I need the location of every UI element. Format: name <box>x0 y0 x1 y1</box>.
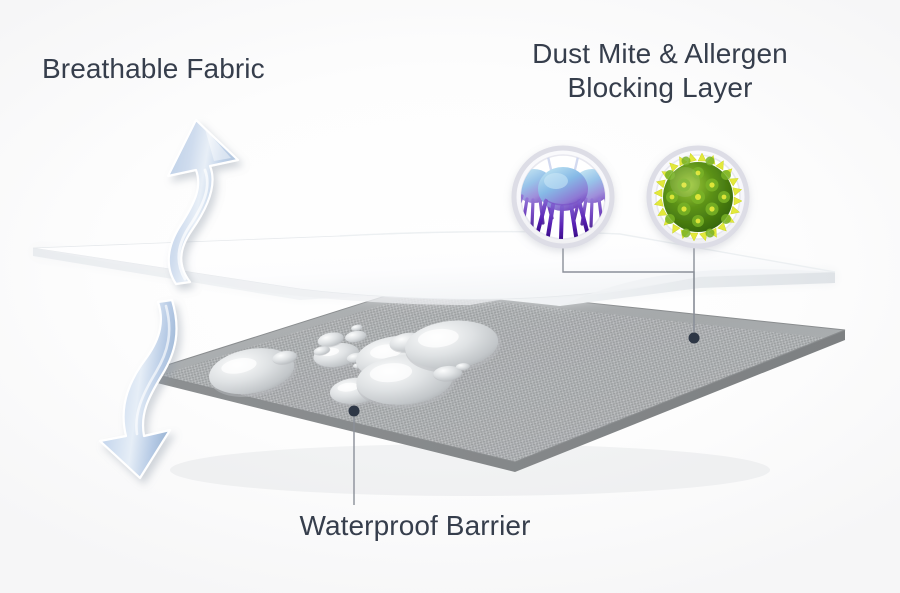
waterproof-barrier-layer <box>143 284 846 496</box>
callout-waterproof <box>348 405 360 505</box>
label-allergen-blocking-layer: Dust Mite & Allergen Blocking Layer <box>532 38 788 103</box>
air-flow-up-arrow[interactable] <box>166 118 240 286</box>
breathable-fabric-layer <box>32 230 836 306</box>
water-droplets <box>209 320 501 409</box>
air-flow-down-arrow[interactable] <box>98 298 178 480</box>
callout-dot-waterproof <box>348 405 360 417</box>
label-breathable-fabric: Breathable Fabric <box>42 53 265 84</box>
callout-dot-allergen <box>688 332 700 344</box>
callout-allergen <box>562 248 700 344</box>
dust-mite-icon[interactable] <box>511 145 615 249</box>
pollen-allergen-icon[interactable] <box>646 145 750 249</box>
label-waterproof-barrier: Waterproof Barrier <box>299 510 531 541</box>
